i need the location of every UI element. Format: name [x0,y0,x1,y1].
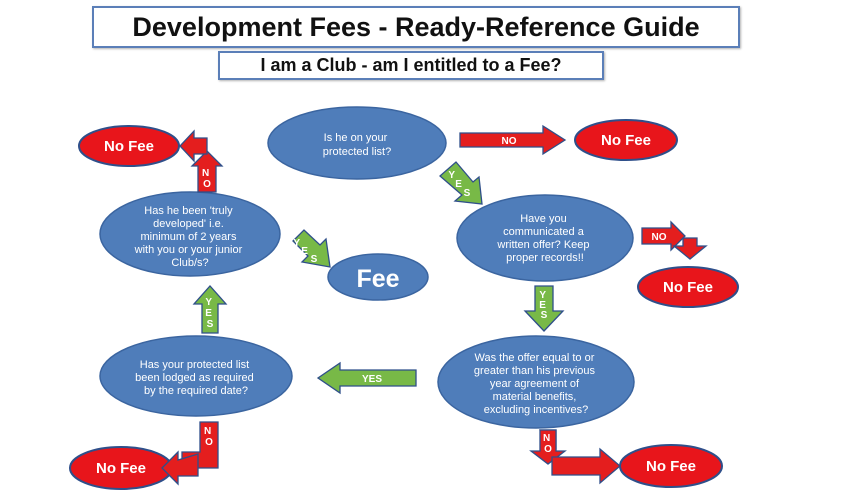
outcome-no-fee-bottom-left: No Fee [69,446,173,490]
arrow-label-o: O [205,437,213,448]
arrow-no-lodged: N O [161,421,219,486]
question-line: year agreement of [490,378,580,390]
question-line: communicated a [503,226,585,238]
question-line: Is he on your [324,132,388,144]
question-line: Have you [520,213,566,225]
svg-text:N O: N O [204,426,214,448]
arrow-no-truly-developed: N O [179,129,224,193]
question-written-offer: Have you communicated a written offer? K… [456,194,634,282]
arrow-no-offer-equal: N O [529,429,622,485]
arrow-label-e: E [539,300,546,311]
arrow-no-written-offer: NO [641,220,708,260]
question-line: Club/s? [171,257,208,269]
arrow-yes-protected-list: Y E S [439,161,483,205]
arrow-no-protected-list: NO [459,124,567,156]
no-fee-label: No Fee [96,460,146,477]
question-truly-developed: Has he been 'truly developed' i.e. minim… [99,191,281,277]
arrow-label-s: S [311,254,318,265]
question-line: protected list? [323,146,391,158]
no-fee-label: No Fee [663,279,713,296]
svg-text:N O: N O [543,433,553,455]
no-fee-label: No Fee [601,132,651,149]
question-line: proper records!! [506,252,584,264]
no-fee-label: No Fee [646,458,696,475]
question-line: been lodged as required [135,372,254,384]
page-title: Development Fees - Ready-Reference Guide [92,6,740,48]
outcome-no-fee-middle-right: No Fee [637,266,739,308]
arrow-label-no: NO [502,136,517,147]
arrow-yes-truly-developed: Y E S [292,229,331,268]
arrow-yes-lodged: Y E S [192,285,228,334]
arrow-label-no: NO [652,232,667,243]
page-subtitle: I am a Club - am I entitled to a Fee? [218,51,604,80]
arrow-label-o: O [203,179,211,190]
question-line: Has your protected list [140,359,249,371]
svg-text:Y E S: Y E S [448,170,470,199]
svg-text:Has your protected list: Has your protected list been lodged as r… [135,359,257,397]
question-line: Was the offer equal to or [475,352,595,364]
svg-text:Y E S: Y E S [293,238,317,265]
svg-text:Y E S: Y E S [539,290,548,321]
arrow-yes-offer-equal: YES [316,361,417,395]
arrow-label-o: O [544,444,552,455]
arrow-label-e: E [301,246,308,257]
question-line: written offer? Keep [496,239,589,251]
arrow-label-yes: YES [362,374,382,385]
arrow-label-s: S [541,310,548,321]
arrow-label-s: S [464,188,471,199]
question-offer-equal: Was the offer equal to or greater than h… [437,335,635,429]
no-fee-label: No Fee [104,138,154,155]
arrow-label-y: Y [448,170,455,181]
question-line: with you or your junior [134,244,243,256]
svg-text:N O: N O [202,168,212,190]
question-line: by the required date? [144,385,248,397]
arrow-label-e: E [455,179,462,190]
outcome-no-fee-bottom-right: No Fee [619,444,723,488]
svg-text:Y E S: Y E S [205,297,214,330]
question-line: developed' i.e. [153,218,224,230]
question-line: minimum of 2 years [140,231,236,243]
question-lodged: Has your protected list been lodged as r… [99,335,293,417]
arrow-label-e: E [205,308,212,319]
outcome-fee: Fee [327,253,429,301]
outcome-no-fee-top-right: No Fee [574,119,678,161]
question-line: excluding incentives? [484,404,589,416]
outcome-no-fee-top-left: No Fee [78,125,180,167]
fee-label: Fee [356,265,399,293]
svg-text:Is he on your protected: Is he on your protected list? [323,132,391,158]
svg-text:Was the offer equal to or: Was the offer equal to or greater than h… [474,352,598,416]
question-line: greater than his previous [474,365,596,377]
question-line: Has he been 'truly [144,205,233,217]
svg-text:Has he been 'truly devel: Has he been 'truly developed' i.e. minim… [134,205,246,269]
arrow-yes-written-offer: Y E S [523,285,565,332]
arrow-label-n: N [202,168,209,179]
arrow-label-s: S [207,319,214,330]
arrow-label-y: Y [539,290,546,301]
question-protected-list: Is he on your protected list? [267,106,447,180]
arrow-label-y: Y [205,297,212,308]
question-line: material benefits, [493,391,577,403]
arrow-label-n: N [543,433,550,444]
arrow-label-y: Y [293,238,300,249]
arrow-label-n: N [204,426,211,437]
svg-text:Have you communicated a: Have you communicated a written offer? K… [496,213,592,264]
